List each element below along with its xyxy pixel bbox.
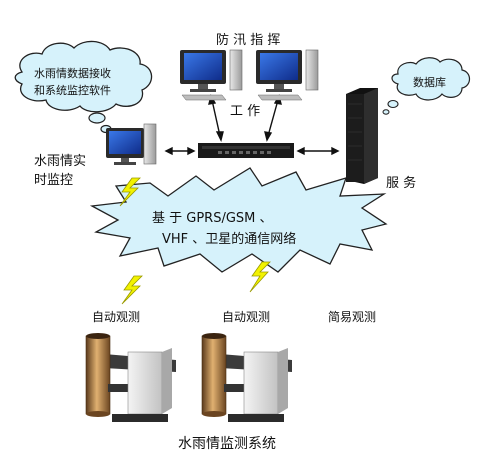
network-label-line1: 基 于 GPRS/GSM 、 bbox=[152, 211, 273, 226]
database-server bbox=[346, 88, 378, 184]
monitoring-computer bbox=[106, 123, 157, 165]
system-title: 水雨情监测系统 bbox=[178, 436, 276, 452]
command-computer-2 bbox=[256, 49, 319, 101]
service-label: 服 务 bbox=[386, 176, 417, 191]
software-label-line2: 和系统监控软件 bbox=[34, 84, 111, 97]
simple-observation-label: 简易观测 bbox=[328, 310, 377, 324]
database-thought-bubble bbox=[382, 57, 471, 115]
network-cloud bbox=[89, 167, 388, 273]
rain-gauge-station-2 bbox=[201, 333, 292, 422]
auto-observation-label-2: 自动观测 bbox=[222, 310, 271, 324]
database-label: 数据库 bbox=[413, 76, 446, 89]
realtime-monitor-label-line1: 水雨情实 bbox=[34, 154, 87, 169]
rain-gauge-station-1 bbox=[85, 333, 176, 422]
realtime-monitor-label-line2: 时监控 bbox=[34, 173, 74, 188]
software-label-line1: 水雨情数据接收 bbox=[34, 67, 111, 80]
lightning-icon bbox=[119, 177, 271, 305]
work-label: 工 作 bbox=[230, 104, 261, 119]
network-switch bbox=[198, 143, 294, 158]
network-label-line2: VHF 、卫星的通信网络 bbox=[162, 232, 297, 247]
auto-observation-label-1: 自动观测 bbox=[92, 310, 141, 324]
command-center-label: 防 汛 指 挥 bbox=[216, 33, 281, 48]
software-thought-bubble bbox=[14, 40, 153, 134]
command-computer-1 bbox=[180, 49, 243, 101]
